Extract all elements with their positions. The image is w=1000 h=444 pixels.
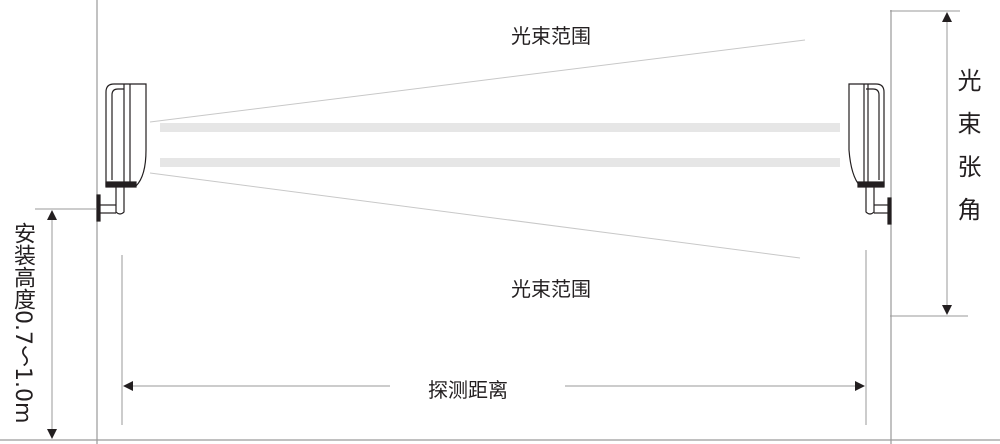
right-sensor-device	[848, 83, 892, 225]
beam-angle-label: 光束张角	[950, 68, 985, 240]
beam-range-top-label: 光束范围	[511, 20, 591, 49]
beam-bar-lower	[160, 158, 840, 167]
beam-range-upper-line	[149, 39, 806, 123]
beam-range-bottom-label: 光束范围	[511, 273, 591, 302]
beam-bar-upper	[160, 123, 840, 132]
beam-range-lower-line	[149, 172, 801, 259]
left-sensor-device	[96, 83, 147, 222]
install-height-label: 安装高度0.7～1.0m	[10, 222, 35, 424]
detection-distance-label: 探测距离	[424, 374, 512, 403]
